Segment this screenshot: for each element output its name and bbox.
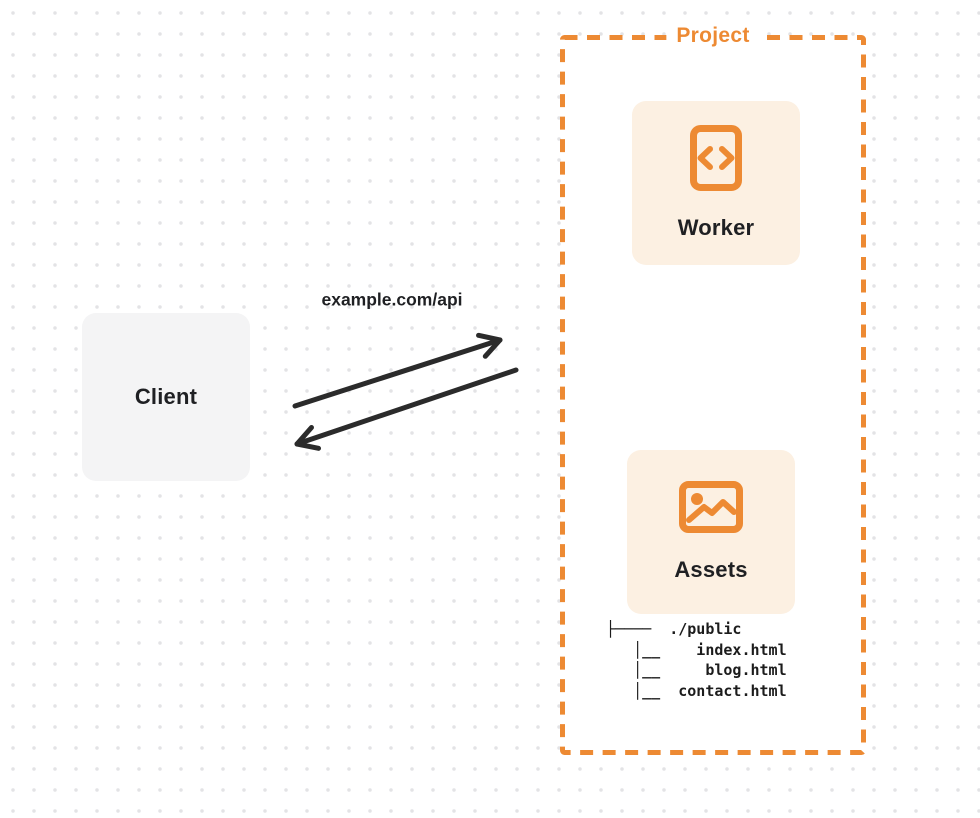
client-label: Client — [134, 384, 198, 409]
code-file-icon — [690, 125, 742, 191]
file-tree: ├──── ./public │__ index.html │__ blog.h… — [606, 620, 787, 700]
request-arrow — [292, 332, 503, 409]
worker-label: Worker — [677, 215, 755, 240]
assets-card: Assets — [627, 450, 795, 614]
assets-label: Assets — [674, 557, 748, 582]
worker-card: Worker — [632, 101, 800, 265]
response-arrow — [294, 367, 519, 451]
project-label: Project — [666, 24, 760, 48]
request-url-label: example.com/api — [321, 289, 463, 310]
client-card: Client — [82, 313, 250, 481]
image-icon — [679, 481, 743, 533]
